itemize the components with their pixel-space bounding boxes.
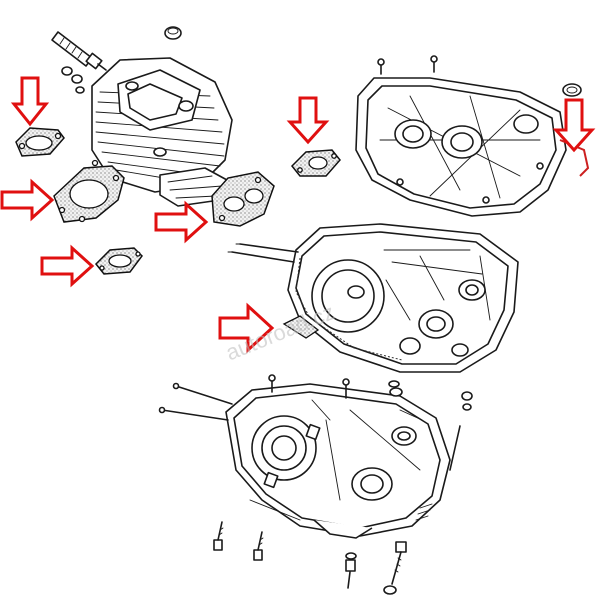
arrow-head-gasket-icon: [10, 76, 50, 127]
bolt-3: [345, 552, 357, 589]
cylinder-head: [91, 57, 239, 207]
exhaust-gasket: [94, 247, 143, 275]
arrow-exhaust-gasket-icon: [40, 244, 95, 288]
washers-nuts: [61, 66, 85, 94]
crankcase: [158, 374, 473, 539]
arrow-intake-gasket-icon: [154, 200, 209, 244]
bolt-1: [213, 521, 224, 551]
head-gasket: [15, 127, 65, 157]
flange-gasket: [290, 149, 341, 177]
bolt-4: [383, 541, 407, 595]
arrow-clutch-cover-gasket-icon: [218, 302, 275, 354]
spark-plug: [51, 31, 107, 71]
intake-gasket: [211, 171, 275, 227]
cap-nut: [164, 26, 182, 40]
arrow-base-gasket-icon: [0, 178, 55, 222]
arrow-side-cover-gasket-icon: [552, 98, 596, 153]
clutch-cover-gasket: [282, 257, 403, 361]
cylinder-base-gasket: [53, 159, 125, 223]
side-cover: [355, 55, 582, 217]
clutch-cover: [227, 223, 519, 373]
bolts: [213, 521, 407, 595]
arrow-flange-gasket-icon: [286, 96, 330, 145]
bolt-2: [253, 531, 264, 561]
